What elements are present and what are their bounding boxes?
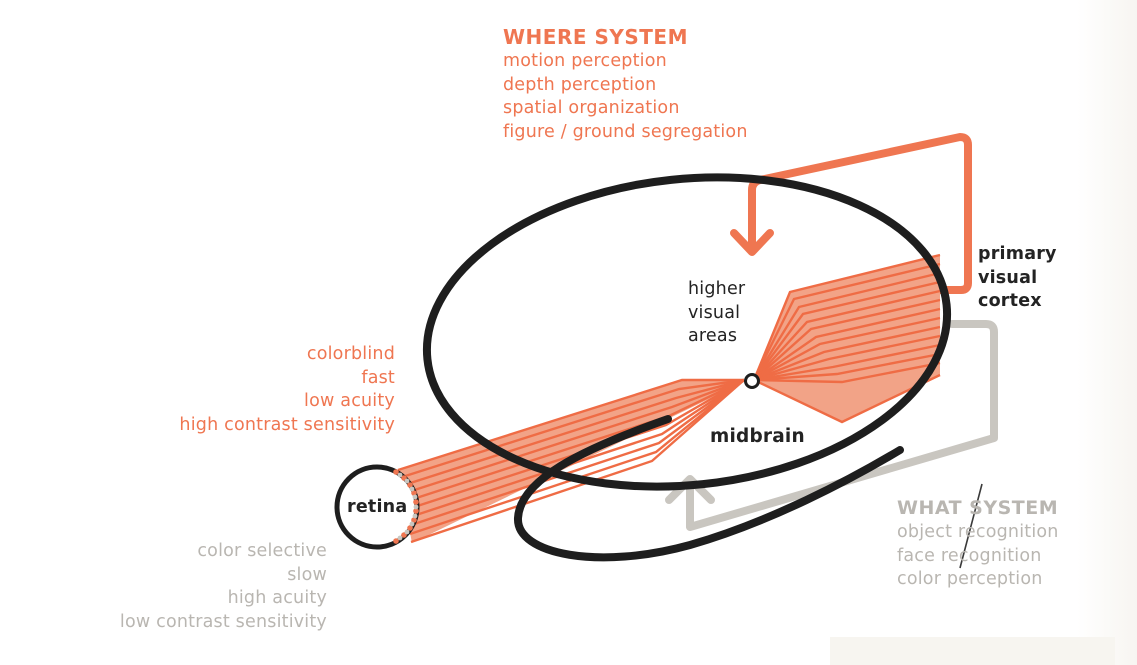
midbrain-loop [513, 415, 904, 562]
cortical-fiber-fan [752, 253, 941, 424]
fast-trait: low acuity [304, 391, 395, 411]
where-system-item: spatial organization [503, 98, 680, 118]
where-feedback-arrowhead [730, 229, 774, 256]
what-feedback-arrowhead [665, 475, 715, 504]
what-system-item: object recognition [897, 522, 1059, 542]
what-system-panel: WHAT SYSTEM object recognition face reco… [897, 496, 1059, 592]
what-system-title: WHAT SYSTEM [897, 497, 1059, 519]
primary-visual-cortex-line: primary [978, 244, 1057, 264]
higher-visual-areas-line: visual [688, 302, 741, 323]
retina-label: retina [347, 497, 408, 517]
slow-trait: high acuity [227, 588, 327, 608]
slow-trait: color selective [197, 541, 327, 561]
what-system-item: color perception [897, 569, 1043, 589]
primary-visual-cortex-line: cortex [978, 291, 1042, 311]
midbrain-label: midbrain [710, 426, 805, 447]
where-system-item: figure / ground segregation [503, 121, 748, 142]
fast-trait: high contrast sensitivity [179, 414, 395, 435]
higher-visual-areas-label: higher visual areas [688, 278, 745, 349]
what-system-slash [959, 483, 983, 569]
slow-pathway-traits: color selective slow high acuity low con… [120, 540, 327, 634]
where-system-panel: WHERE SYSTEM motion perception depth per… [503, 24, 748, 144]
where-feedback-arrow-line [748, 133, 972, 294]
slow-trait: slow [287, 564, 327, 585]
where-system-item: depth perception [503, 74, 657, 95]
higher-visual-areas-line: areas [688, 326, 738, 346]
page-corner-shading [830, 637, 1115, 665]
where-system-title: WHERE SYSTEM [503, 25, 688, 49]
midbrain-node [744, 373, 760, 389]
fast-trait: fast [361, 367, 395, 388]
retina-cones [397, 472, 419, 541]
where-system-item: motion perception [503, 51, 667, 71]
slow-trait: low contrast sensitivity [119, 611, 327, 632]
what-feedback-arrow-line [686, 320, 998, 531]
page-edge-shading [1077, 0, 1137, 665]
primary-visual-cortex-line: visual [978, 267, 1038, 288]
brain-outline [422, 173, 952, 491]
higher-visual-areas-line: higher [688, 279, 746, 299]
what-system-item: face recognition [897, 545, 1042, 566]
fast-pathway-traits: colorblind fast low acuity high contrast… [179, 343, 395, 437]
fast-trait: colorblind [306, 344, 395, 364]
primary-visual-cortex-label: primary visual cortex [978, 243, 1057, 314]
